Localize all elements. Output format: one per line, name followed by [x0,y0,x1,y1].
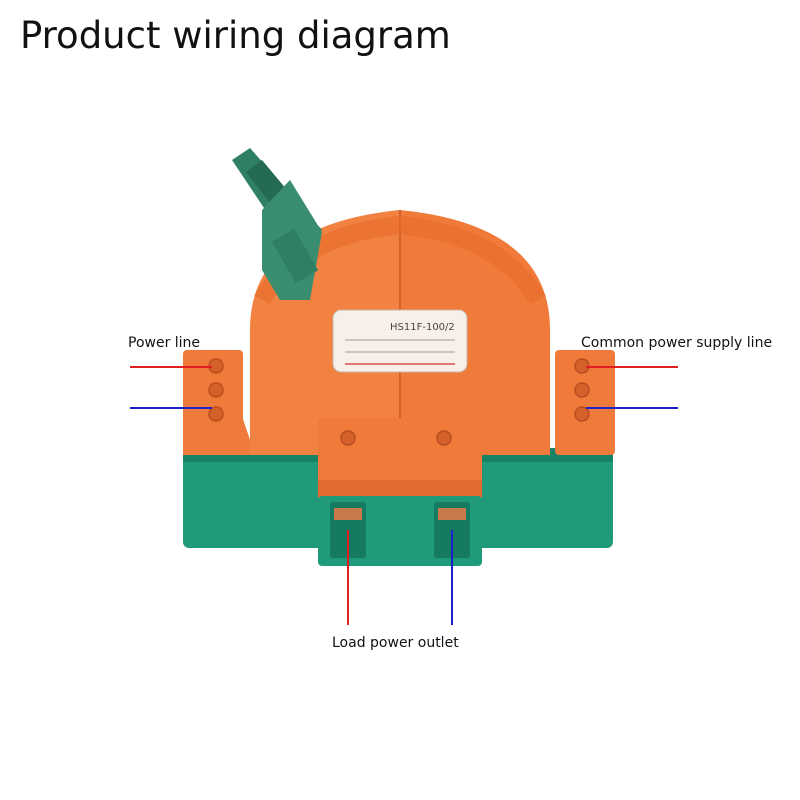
model-number: HS11F-100/2 [390,322,455,333]
switch-handle [232,148,322,300]
page-title: Product wiring diagram [20,14,451,57]
load-power-outlet-label: Load power outlet [332,635,459,651]
common-power-supply-line-label: Common power supply line [581,335,773,351]
power-line-label: Power line [128,335,201,351]
wire-lines [130,366,678,625]
terminal-holes [208,358,590,446]
product-label-sticker [332,309,468,373]
